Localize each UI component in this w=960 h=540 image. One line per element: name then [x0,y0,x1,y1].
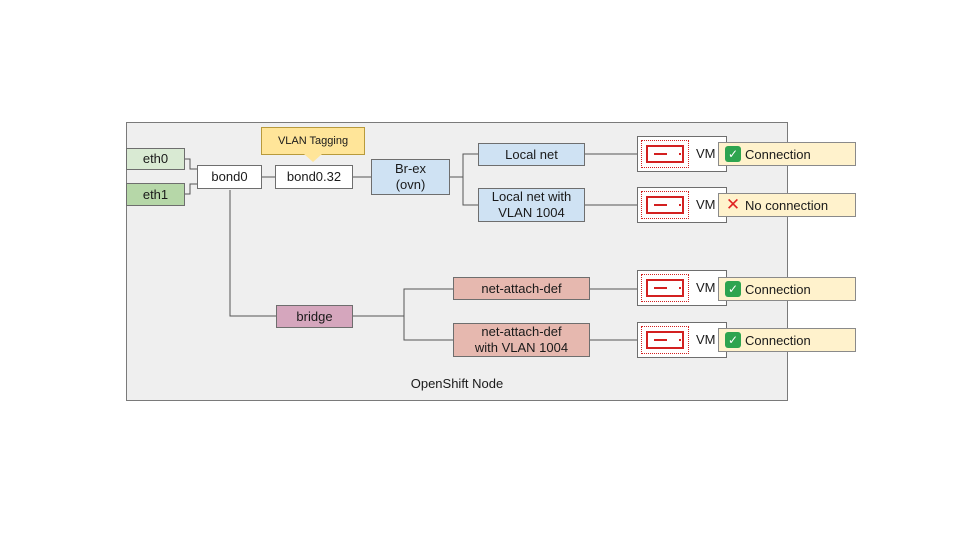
vm-2: VM [637,187,727,223]
br-ex-label: Br-ex [394,161,427,176]
bond0-label: bond0 [211,169,248,184]
br-ex-sublabel: (ovn) [395,177,426,192]
vm-icon [641,326,689,354]
net-attach-def-vlan-label: net-attach-def [481,324,562,339]
net-attach-def-box: net-attach-def [453,277,590,300]
net-attach-def-vlan-sublabel: with VLAN 1004 [474,340,569,355]
vm-label: VM [696,197,716,212]
vm-3-status: ✓ Connection [718,277,856,301]
local-net-label: Local net [505,146,558,162]
eth0-interface: eth0 [126,148,185,170]
vm-icon [641,140,689,168]
net-attach-def-vlan-box: net-attach-def with VLAN 1004 [453,323,590,357]
vlan-tagging-note-pointer [304,154,322,162]
bridge-box: bridge [276,305,353,328]
vm-2-status: ✕ No connection [718,193,856,217]
cross-icon: ✕ [725,195,741,214]
openshift-node-label: OpenShift Node [410,376,504,391]
status-text: Connection [745,146,811,162]
check-icon: ✓ [725,146,741,162]
br-ex-box: Br-ex (ovn) [371,159,450,195]
vm-icon [641,274,689,302]
vm-4: VM [637,322,727,358]
local-net-vlan-box: Local net with VLAN 1004 [478,188,585,222]
local-net-box: Local net [478,143,585,166]
status-text: Connection [745,281,811,297]
vm-label: VM [696,146,716,161]
vlan-tagging-note: VLAN Tagging [261,127,365,155]
local-net-vlan-sublabel: VLAN 1004 [498,205,565,220]
bond0-box: bond0 [197,165,262,189]
bond0-32-label: bond0.32 [286,169,342,184]
status-text: Connection [745,332,811,348]
eth0-label: eth0 [142,151,169,166]
vm-label: VM [696,332,716,347]
check-icon: ✓ [725,332,741,348]
vm-label: VM [696,280,716,295]
eth1-interface: eth1 [126,183,185,206]
check-icon: ✓ [725,281,741,297]
bridge-label: bridge [296,308,333,324]
eth1-label: eth1 [142,186,169,202]
vm-1: VM [637,136,727,172]
vlan-tagging-label: VLAN Tagging [277,135,349,147]
vm-icon [641,191,689,219]
vm-1-status: ✓ Connection [718,142,856,166]
local-net-vlan-label: Local net with [491,189,572,204]
bond0-32-box: bond0.32 [275,165,353,189]
vm-3: VM [637,270,727,306]
status-text: No connection [745,197,829,213]
net-attach-def-label: net-attach-def [481,280,562,296]
vm-4-status: ✓ Connection [718,328,856,352]
